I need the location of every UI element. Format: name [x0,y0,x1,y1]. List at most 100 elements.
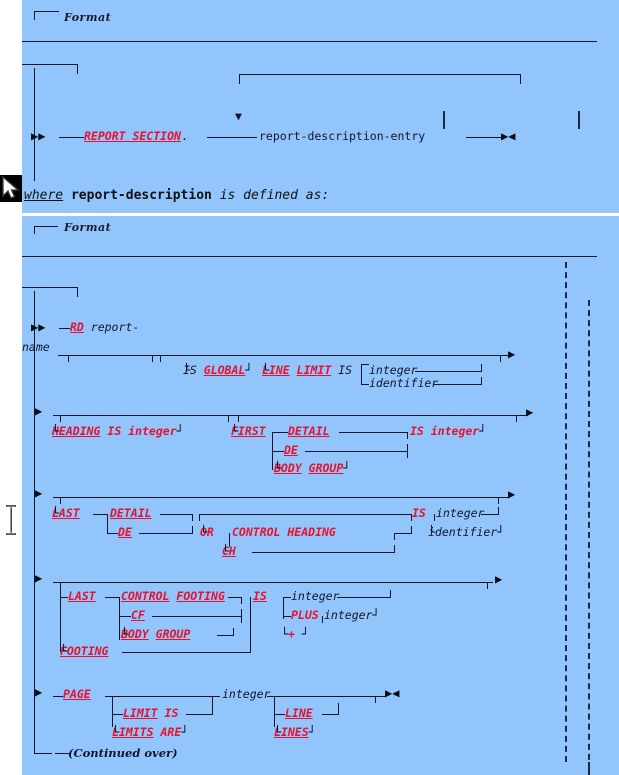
left-gutter-white-lower [0,202,22,229]
row2-de-join [407,444,408,458]
keyword-heading: HEADING [52,424,101,438]
token-report-description-entry: report-description-entry [259,129,426,143]
keyword-footing-1: FOOTING [176,589,225,603]
keyword-detail-1: DETAIL [288,424,330,438]
rail-seg-2 [207,137,257,138]
panel-top-divider [22,41,597,42]
row2-first-bar [272,432,288,433]
keyword-plus-sign: + [287,627,295,641]
row4-footing: └FOOTING [60,644,109,658]
row4-cf: CF [131,609,145,621]
token-integer-4: integer [324,608,373,622]
row5-tick-a [112,696,113,703]
row2-opt-heading: └HEADING IS integer┘ [52,424,184,438]
row3-last-stem [107,514,108,533]
keyword-body-1: BODY [274,461,302,475]
keyword-page: PAGE [63,687,91,701]
loop-down-arrow-icon: ▼ [235,109,242,123]
loop-right-stem [520,74,521,84]
row1-tick-c [160,355,161,362]
row4-plus-sign: └ + ┘ [281,627,310,641]
row5-line-stem [274,703,275,727]
row3-rail [53,497,509,498]
rail-right-tick-2 [578,111,580,129]
row4-tick-b [487,582,488,589]
where-space-2 [212,188,220,203]
row2-rail [53,415,528,416]
row5-limit-join [212,703,213,715]
row2-de-bar [272,451,284,452]
row4-integer: integer [291,590,339,602]
row4-bg-join [233,628,234,636]
rail2-start-marker: ▶▶ [31,320,46,334]
row1-identifier: identifier [369,377,438,389]
row3-opt-last: └LAST [52,506,80,520]
keyword-lines: LINES [274,725,309,739]
keyword-de-2: DE [118,525,132,539]
row3-opt-or: └OR [200,525,214,539]
row3-detail-join-b [199,514,200,521]
rail-start-marker-top: ▶▶ [31,129,46,143]
row5-tick-c [274,696,275,703]
row4-start-marker: ▶ [35,571,43,585]
row3-detail-join-a [192,514,193,521]
row5-tick-d [375,696,376,703]
token-is-1: IS [183,363,204,377]
row1-tick-d [500,355,501,362]
row5-line-rail [322,714,338,715]
keyword-cf: CF [131,608,145,622]
row1-tokens: RD report- [70,321,139,333]
row4-integer-join [390,590,391,598]
keyword-footing-2: FOOTING [60,644,109,658]
format-panel-report-description [22,216,619,775]
token-integer-3: integer [291,589,340,603]
row1-alt-bar [361,384,369,385]
row5-limit-stem [112,703,113,727]
row5-page-rail [105,696,220,697]
row1-integer: integer [369,364,417,376]
row3-de: DE [118,526,132,538]
row5-end-marker: ▶◀ [385,686,400,700]
row4-footing-rail [122,652,250,653]
row2-end-marker: ▶ [526,405,534,419]
mouse-arrow-cursor [2,176,20,199]
row4-bg-rail [217,635,233,636]
row1-rail-b [160,355,510,356]
row4-last: LAST [68,590,96,602]
row3-detail-rail [160,514,192,515]
where-keyword: where [24,188,64,203]
token-is-integer: IS integer [410,424,480,438]
row4-cf-join-a [241,597,242,604]
row5-line-bar [274,714,285,715]
row5-limit-rail [186,714,212,715]
where-space-1 [63,188,71,203]
row1-opt-line-limit: └LINE LIMIT IS [262,363,353,377]
format-tab-rule-top [34,11,58,12]
keyword-de-1: DE [284,443,298,457]
row1-branch-stem [361,364,362,371]
token-heading-tail: IS integer [100,424,177,438]
row3-de-rail [139,533,192,534]
row5-limit-is: LIMIT IS [123,707,178,719]
row4-footing-join [250,604,251,653]
row5-integer: integer [222,688,270,700]
row3-integer-rail [481,514,498,515]
row2-body-group: └BODY GROUP┘ [274,461,351,475]
continued-over-label: (Continued over) [68,746,178,760]
row2-detail: DETAIL [288,425,330,437]
where-term: report-description [70,188,212,203]
row3-ch: └CH [222,544,236,558]
row5-start-marker: ▶ [35,685,43,699]
keyword-detail-2: DETAIL [110,506,152,520]
page-edge-dash-right [588,300,590,770]
keyword-limits: LIMITS [112,725,154,739]
row3-de-join [192,526,193,534]
row1-tick-a [68,355,69,362]
row5-tick-b [212,696,213,703]
token-is-2: IS [331,363,353,377]
keyword-control: CONTROL [121,589,170,603]
format-label-bottom: Format [64,221,112,234]
where-tail: is defined as: [219,188,330,203]
page-edge-dash-tail [588,762,590,775]
row2-tick-b [228,415,229,422]
